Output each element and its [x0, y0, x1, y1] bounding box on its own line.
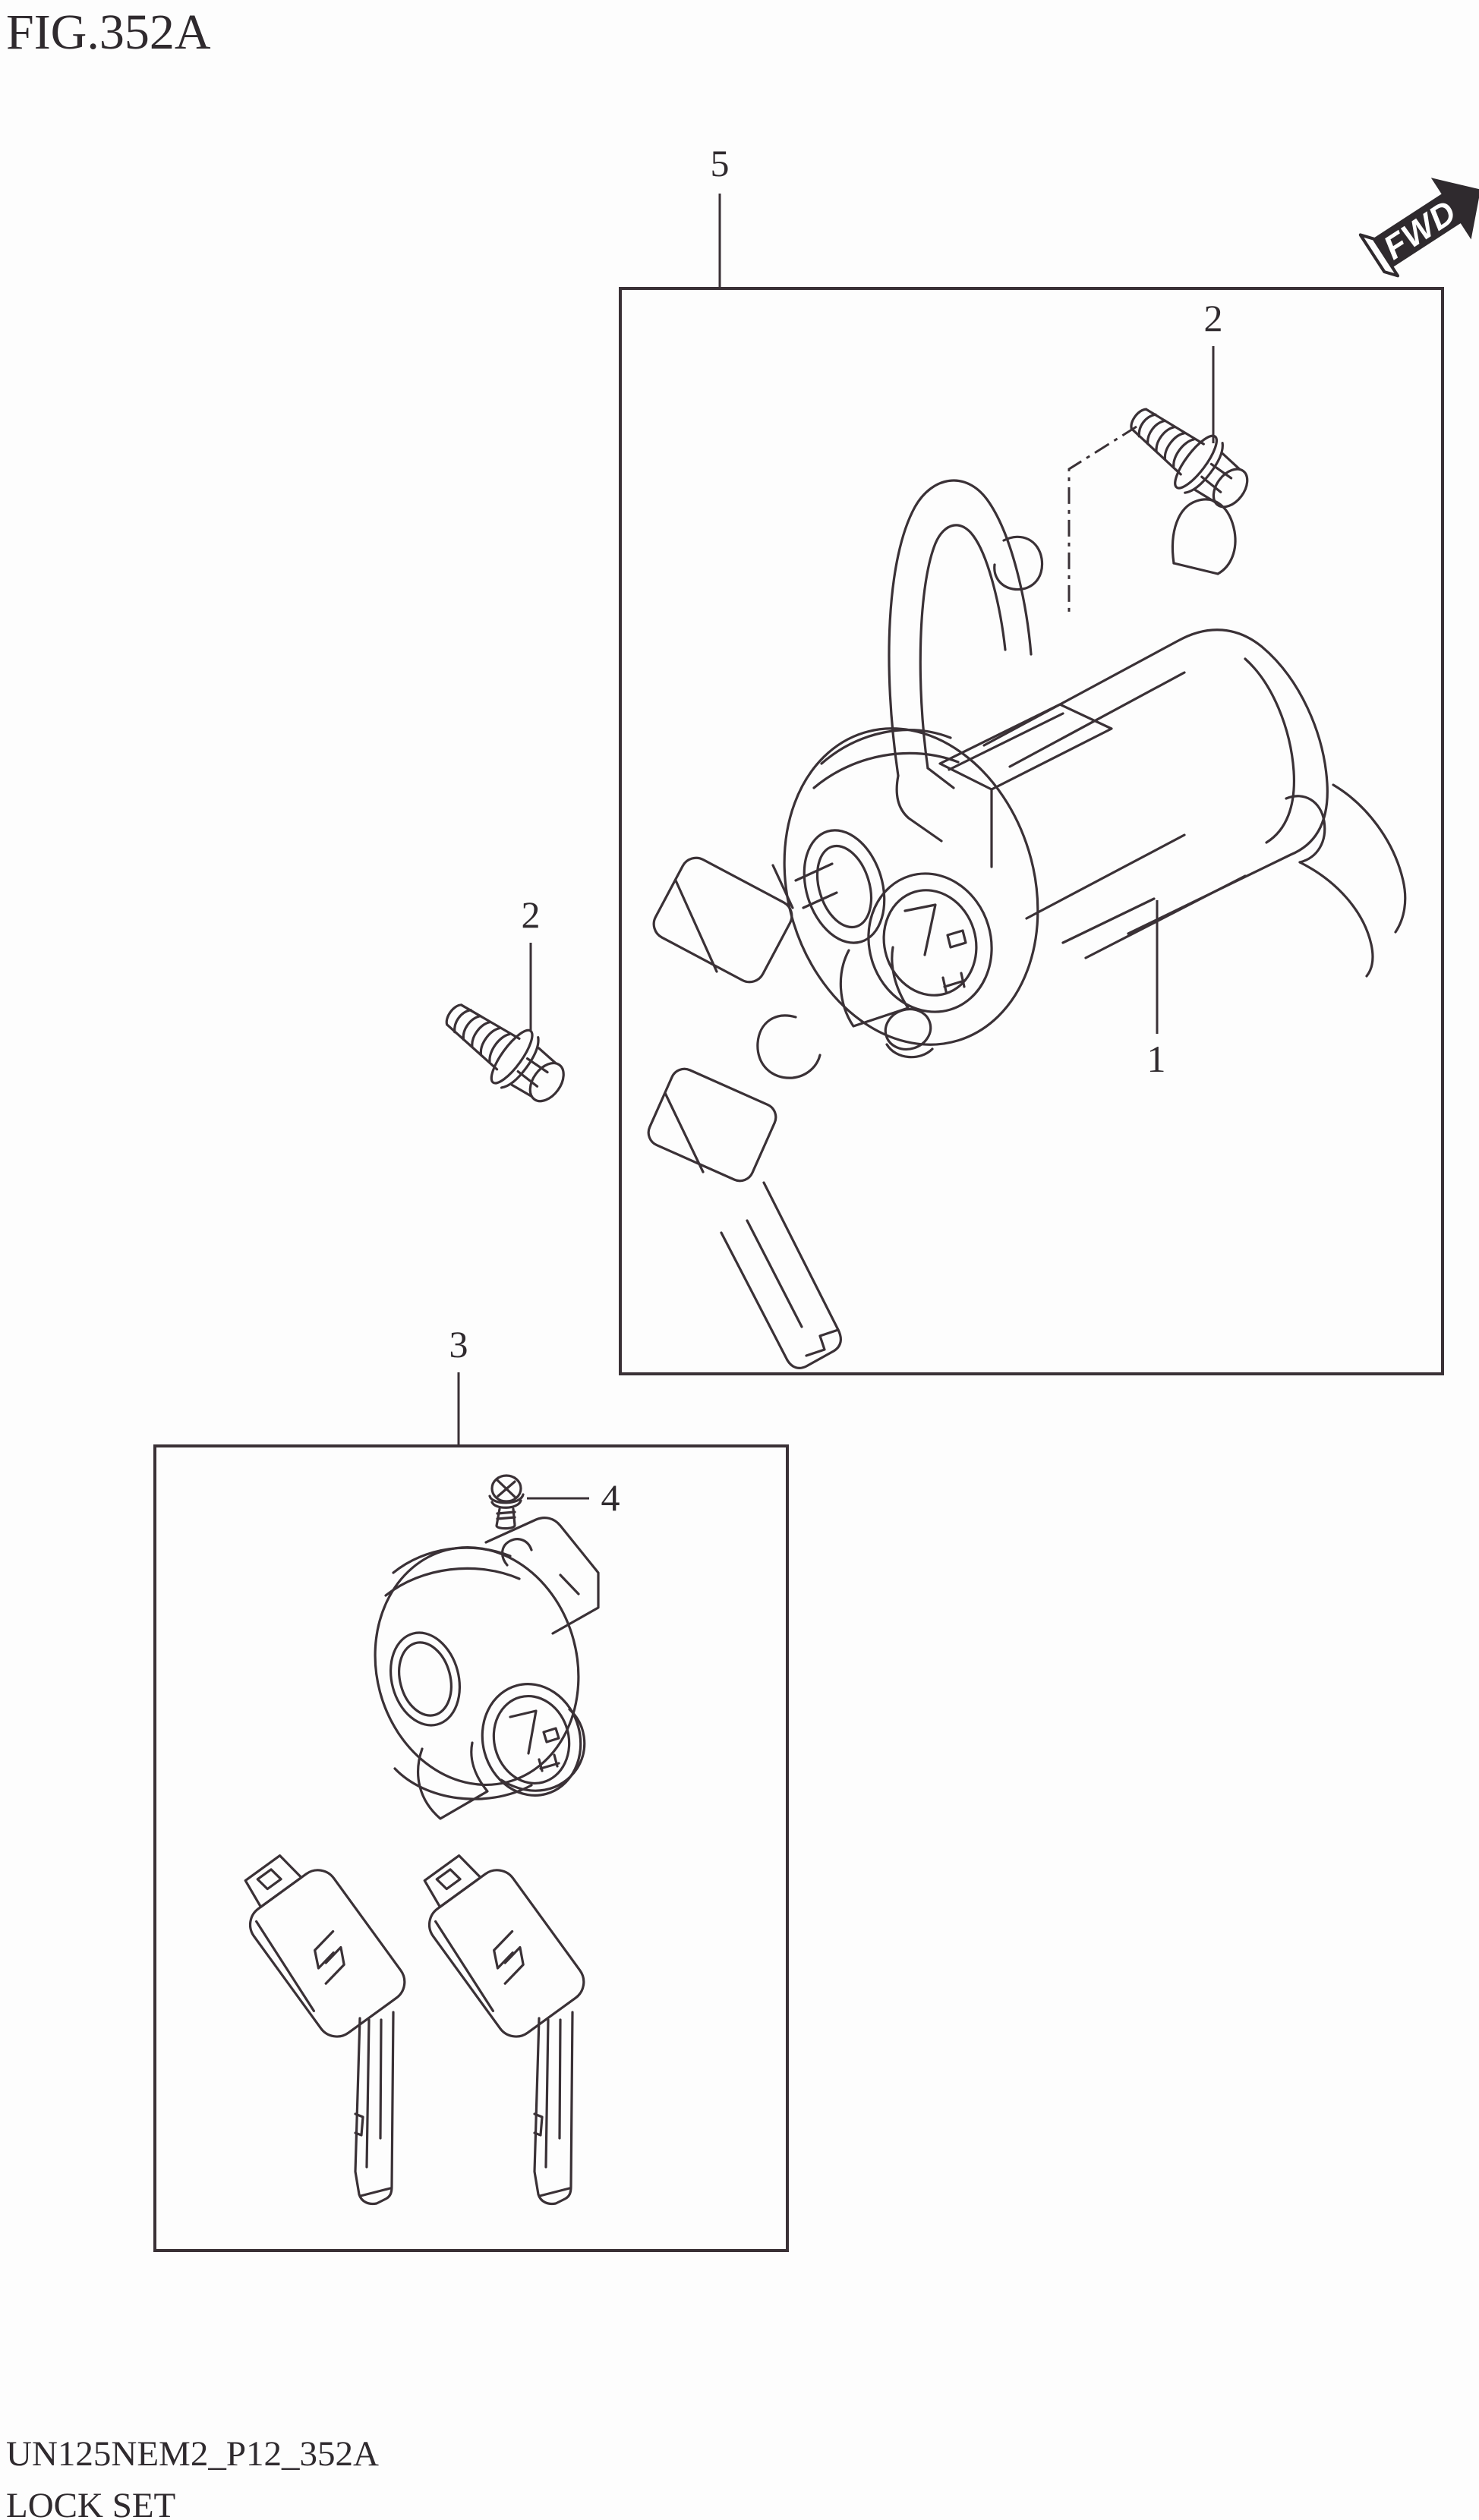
ignition-switch-drawing — [783, 479, 1407, 1059]
callout-label-1: 1 — [1147, 1038, 1166, 1080]
main-frame — [619, 287, 1444, 1375]
ignition-key-drawing — [647, 856, 842, 1369]
tapping-screw-drawing — [488, 1474, 525, 1530]
callout-label-3: 3 — [449, 1323, 468, 1366]
seat-lock-drawing — [374, 1517, 600, 1820]
fwd-arrow: FWD — [1358, 178, 1479, 278]
key-blank-left-drawing — [223, 1836, 414, 2206]
callout-label-2-upper: 2 — [1204, 297, 1223, 339]
bolt-axis-centerline — [1067, 425, 1137, 615]
seat-lock-frame — [153, 1444, 789, 2252]
figure-title: FIG.352A — [6, 5, 211, 60]
flange-bolt-upper-drawing — [1115, 389, 1262, 523]
key-blank-right-drawing — [402, 1836, 593, 2206]
callout-label-2-left: 2 — [522, 893, 541, 936]
fwd-arrow-face — [1373, 178, 1479, 268]
fwd-arrow-side — [1358, 233, 1400, 278]
footer-drawing-code: UN125NEM2_P12_352A — [6, 2434, 379, 2474]
footer-figure-caption: LOCK SET — [6, 2486, 175, 2520]
flange-bolt-left-drawing — [430, 984, 579, 1117]
callout-label-4: 4 — [601, 1476, 620, 1519]
callout-label-5: 5 — [711, 142, 730, 184]
